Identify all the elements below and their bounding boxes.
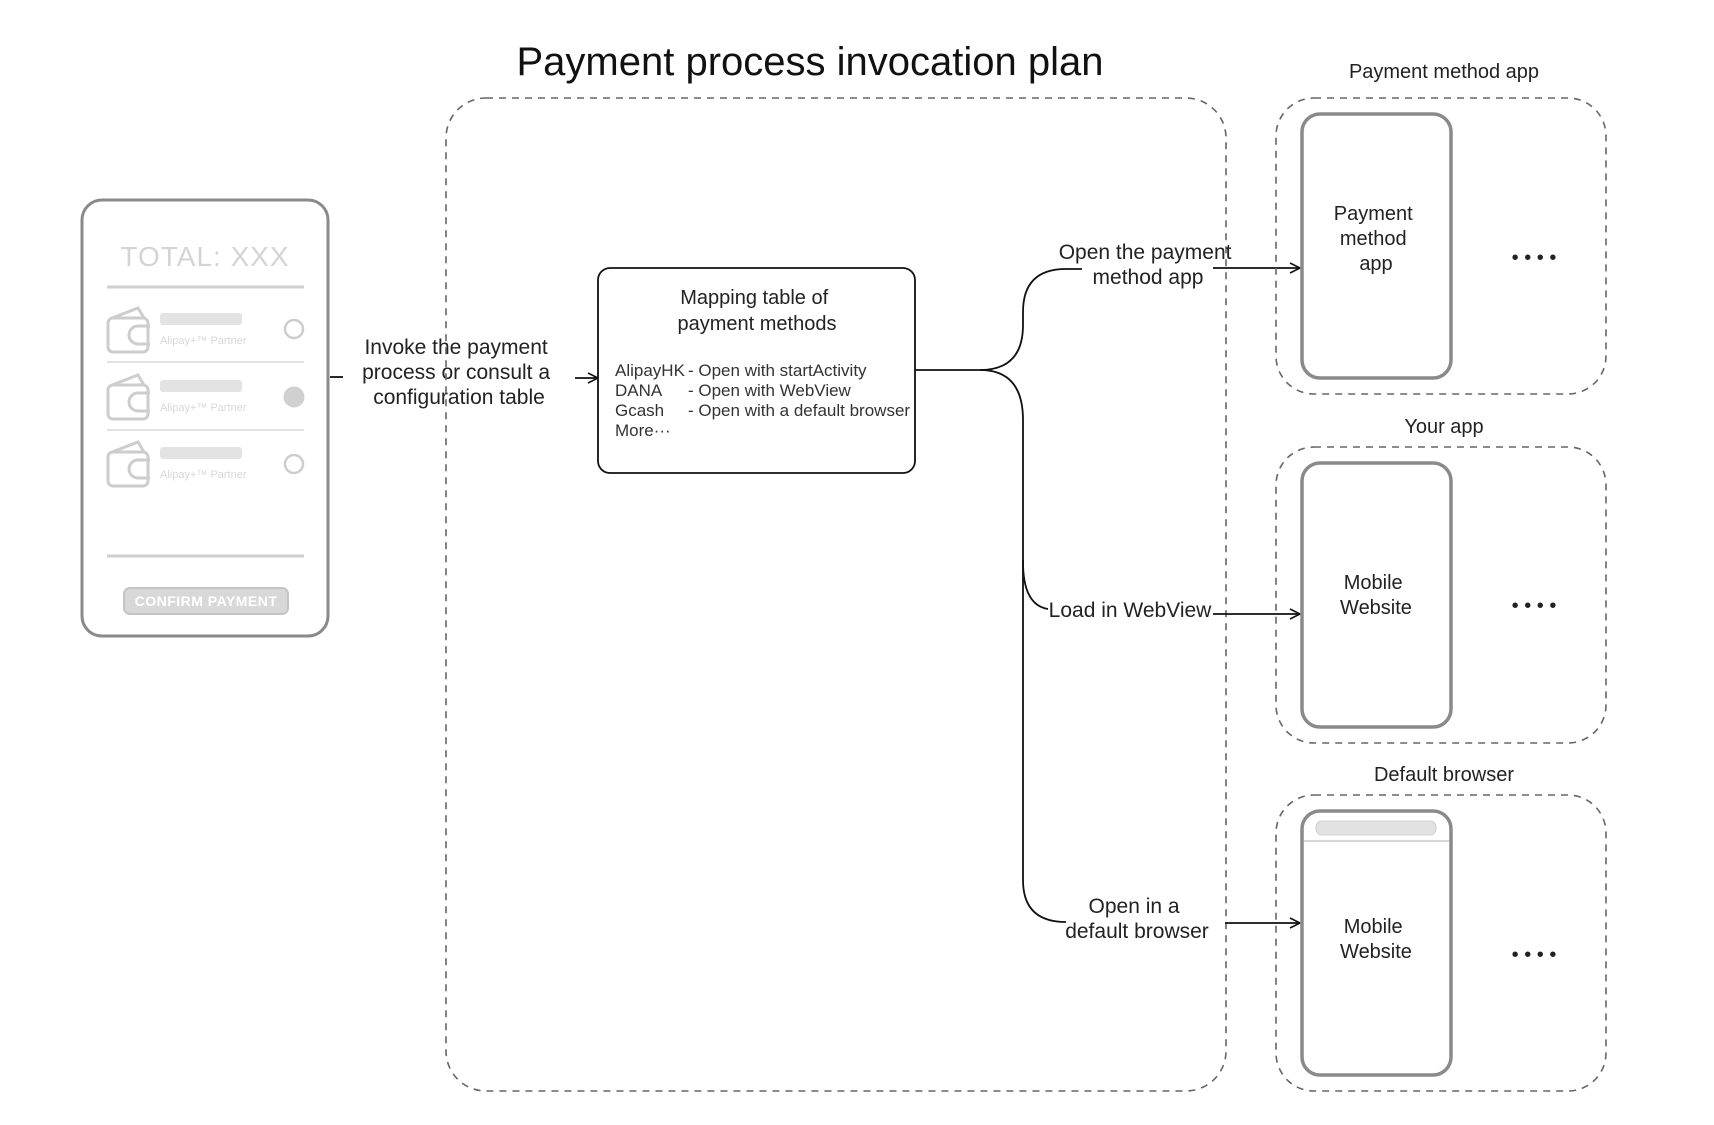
checkout-mock-phone: TOTAL: XXX Alipay+™ Partner Alipay+™ Par… xyxy=(80,198,330,638)
target-phone-label: Payment method app xyxy=(1334,203,1419,275)
target-phone xyxy=(1300,461,1453,729)
branch-line-app xyxy=(915,268,1082,371)
target-phone-label: Mobile Website xyxy=(1340,916,1412,963)
mock-partner-text: Alipay+™ Partner xyxy=(160,335,247,347)
branch-label-webview: Load in WebView xyxy=(1049,599,1213,622)
invoke-label: Invoke the payment process or consult a … xyxy=(362,336,556,409)
target-phone-label: Mobile Website xyxy=(1340,572,1412,619)
mock-total-text: TOTAL: XXX xyxy=(120,241,289,272)
mapping-method-cell: More··· xyxy=(615,421,671,440)
branch-label-browser: Open in a default browser xyxy=(1065,895,1209,943)
group-label-your-app: Your app xyxy=(1404,416,1483,438)
target-phone xyxy=(1300,112,1453,380)
browser-address-bar xyxy=(1315,820,1437,836)
mapping-action-cell: - Open with WebView xyxy=(688,381,852,400)
mapping-action-cell: - Open with a default browser xyxy=(688,401,910,420)
mock-confirm-button xyxy=(123,587,289,615)
target-group-default-browser: Default browser Mobile Website • • • • xyxy=(1275,764,1607,1092)
mock-partner-text: Alipay+™ Partner xyxy=(160,402,247,414)
dashed-group-box xyxy=(1275,794,1607,1092)
mock-name-bar xyxy=(160,447,242,459)
mock-payment-row: Alipay+™ Partner xyxy=(106,373,305,421)
wallet-icon xyxy=(106,373,150,421)
branch-lines xyxy=(915,268,1082,923)
mapping-method-cell: Gcash xyxy=(615,401,664,420)
radio-button xyxy=(283,318,305,340)
mock-partner-text: Alipay+™ Partner xyxy=(160,469,247,481)
branch-line-browser xyxy=(1022,560,1067,923)
target-phone xyxy=(1300,809,1453,1077)
dashed-group-box xyxy=(1275,97,1607,395)
more-ellipsis: • • • • xyxy=(1512,595,1557,617)
branch-line-webview xyxy=(979,369,1049,610)
mapping-table-title: Mapping table of payment methods xyxy=(678,287,837,335)
radio-button-selected xyxy=(283,386,305,408)
mock-name-bar xyxy=(160,380,242,392)
invocation-plan-container xyxy=(445,97,1227,1092)
branch-label-app: Open the payment method app xyxy=(1059,241,1238,289)
mapping-method-cell: DANA xyxy=(615,381,663,400)
mapping-action-cell: - Open with startActivity xyxy=(688,361,867,380)
diagram-title: Payment process invocation plan xyxy=(517,40,1104,84)
target-group-your-app: Your app Mobile Website • • • • xyxy=(1275,416,1607,744)
mock-payment-row: Alipay+™ Partner xyxy=(106,306,305,354)
more-ellipsis: • • • • xyxy=(1512,944,1557,966)
mock-name-bar xyxy=(160,313,242,325)
radio-button xyxy=(283,453,305,475)
mock-confirm-button-label: CONFIRM PAYMENT xyxy=(135,593,278,609)
mock-payment-row: Alipay+™ Partner xyxy=(106,440,305,488)
mapping-method-cell: AlipayHK xyxy=(615,361,686,380)
wallet-icon xyxy=(106,440,150,488)
dashed-group-box xyxy=(1275,446,1607,744)
target-group-payment-app: Payment method app Payment method app • … xyxy=(1275,61,1607,395)
group-label-default-browser: Default browser xyxy=(1374,764,1514,786)
mapping-table-rows: AlipayHK - Open with startActivity DANA … xyxy=(615,361,910,440)
wallet-icon xyxy=(106,306,150,354)
group-label-payment-app: Payment method app xyxy=(1349,61,1539,83)
more-ellipsis: • • • • xyxy=(1512,247,1557,269)
